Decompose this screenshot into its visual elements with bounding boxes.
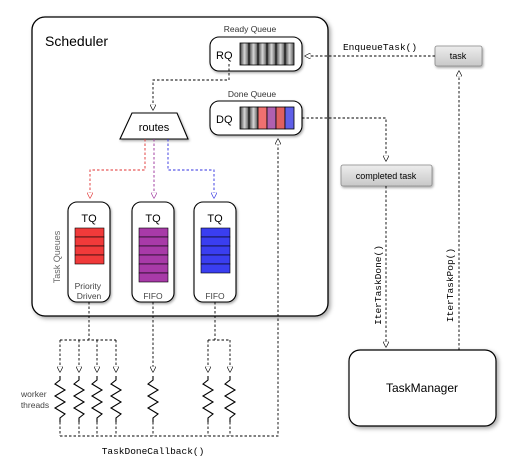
task-manager: TaskManager: [348, 349, 497, 427]
ready-queue-slots: [239, 42, 295, 66]
worker-thread-5: [146, 376, 160, 422]
worker-threads: [53, 376, 237, 422]
task-queue-fifo-blue: TQ FIFO: [193, 201, 237, 303]
task-queue-1-label: TQ: [81, 213, 97, 225]
task-queues-label: Task Queues: [52, 230, 62, 283]
task-manager-label: TaskManager: [386, 381, 458, 395]
done-queue-label: DQ: [216, 114, 233, 126]
done-queue: Done Queue DQ: [209, 89, 303, 136]
task-box-label: task: [450, 51, 467, 61]
worker-thread-2: [72, 376, 86, 422]
task-queue-3-slots: [200, 227, 231, 274]
iter-task-done-call: IterTaskDone(): [373, 245, 384, 325]
completed-task-box: completed task: [340, 164, 433, 187]
router-to-queue-1-connector: [90, 139, 146, 198]
task-done-callback-call: TaskDoneCallback(): [102, 446, 205, 457]
router: routes: [119, 112, 189, 140]
dq-to-completed-connector: [302, 117, 386, 161]
task-queue-fifo-purple: TQ FIFO: [131, 201, 175, 303]
router-label: routes: [139, 122, 170, 134]
task-box: task: [434, 45, 483, 67]
ready-queue-caption: Ready Queue: [224, 24, 277, 34]
task-queue-2-caption: FIFO: [143, 291, 163, 301]
completed-task-label: completed task: [356, 171, 417, 181]
done-callback-connectors: [59, 139, 278, 437]
task-queue-2-slots: [138, 227, 169, 283]
ready-queue: Ready Queue RQ: [209, 24, 303, 72]
worker-thread-1: [53, 376, 67, 422]
task-queue-1-slots: [74, 227, 105, 265]
done-queue-slots: [239, 106, 295, 130]
done-queue-caption: Done Queue: [228, 89, 276, 99]
task-queue-priority: TQ Priority Driven: [67, 201, 111, 303]
task-queue-2-label: TQ: [145, 213, 161, 225]
task-queue-3-label: TQ: [207, 213, 223, 225]
rq-to-router-connector: [153, 64, 230, 110]
worker-threads-label: worker threads: [20, 389, 49, 410]
worker-thread-7: [223, 376, 237, 422]
worker-thread-4: [109, 376, 123, 422]
worker-thread-3: [90, 376, 104, 422]
router-to-queue-3-connector: [167, 139, 214, 198]
ready-queue-label: RQ: [216, 50, 233, 62]
scheduler-title: Scheduler: [45, 33, 108, 49]
task-queue-1-caption: Priority Driven: [75, 281, 104, 301]
enqueue-task-call: EnqueueTask(): [343, 42, 417, 53]
iter-task-pop-call: IterTaskPop(): [445, 248, 456, 322]
task-queue-3-caption: FIFO: [205, 291, 225, 301]
queue-to-workers-connectors: [60, 302, 230, 372]
worker-thread-6: [201, 376, 215, 422]
